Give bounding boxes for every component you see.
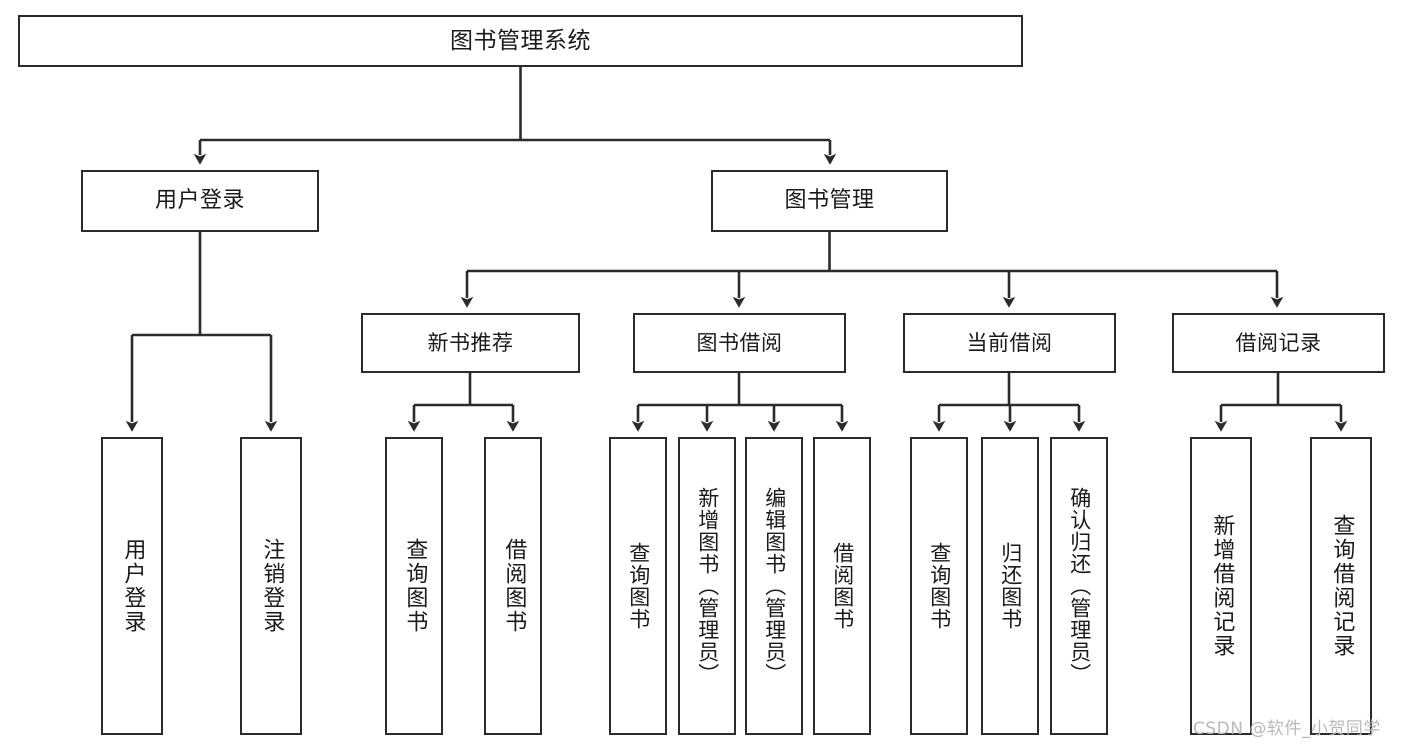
node-leaf-query-books-new[interactable]: 查询图书 bbox=[385, 437, 443, 735]
node-borrow-records[interactable]: 借阅记录 bbox=[1172, 313, 1385, 373]
node-label: 编辑图书（管理员） bbox=[762, 487, 787, 685]
node-label: 图书管理系统 bbox=[450, 27, 591, 54]
node-leaf-confirm-return-admin[interactable]: 确认归还（管理员） bbox=[1050, 437, 1108, 735]
node-label: 新书推荐 bbox=[427, 330, 514, 355]
node-label: 查询图书 bbox=[626, 542, 651, 630]
node-label: 借阅图书 bbox=[501, 538, 527, 634]
node-book-borrow[interactable]: 图书借阅 bbox=[633, 313, 846, 373]
node-label: 新增图书（管理员） bbox=[695, 487, 720, 685]
node-leaf-edit-book-admin[interactable]: 编辑图书（管理员） bbox=[745, 437, 803, 735]
node-label: 借阅记录 bbox=[1235, 330, 1322, 355]
node-user-login[interactable]: 用户登录 bbox=[81, 170, 319, 232]
node-leaf-user-login[interactable]: 用户登录 bbox=[101, 437, 163, 735]
node-leaf-return-books[interactable]: 归还图书 bbox=[981, 437, 1039, 735]
node-leaf-add-borrow-record[interactable]: 新增借阅记录 bbox=[1190, 437, 1252, 735]
node-label: 借阅图书 bbox=[830, 542, 855, 630]
node-label: 归还图书 bbox=[998, 542, 1023, 630]
node-label: 新增借阅记录 bbox=[1209, 514, 1235, 658]
node-label: 查询借阅记录 bbox=[1329, 514, 1355, 658]
node-new-book-recommend[interactable]: 新书推荐 bbox=[361, 313, 580, 373]
node-book-management[interactable]: 图书管理 bbox=[711, 170, 948, 232]
node-label: 注销登录 bbox=[259, 538, 285, 634]
node-label: 用户登录 bbox=[120, 538, 146, 634]
node-current-borrow[interactable]: 当前借阅 bbox=[903, 313, 1116, 373]
node-leaf-add-book-admin[interactable]: 新增图书（管理员） bbox=[678, 437, 736, 735]
watermark-text: CSDN @软件_小贺同学 bbox=[1193, 719, 1381, 739]
node-leaf-query-books-borrow[interactable]: 查询图书 bbox=[609, 437, 667, 735]
node-leaf-borrow-books[interactable]: 借阅图书 bbox=[813, 437, 871, 735]
node-label: 当前借阅 bbox=[966, 330, 1053, 355]
node-label: 用户登录 bbox=[154, 188, 245, 214]
node-label: 确认归还（管理员） bbox=[1067, 487, 1092, 685]
node-root-system[interactable]: 图书管理系统 bbox=[18, 15, 1023, 67]
node-label: 图书借阅 bbox=[696, 330, 783, 355]
node-label: 图书管理 bbox=[784, 188, 875, 214]
node-label: 查询图书 bbox=[927, 542, 952, 630]
node-label: 查询图书 bbox=[402, 538, 428, 634]
node-leaf-logout[interactable]: 注销登录 bbox=[240, 437, 302, 735]
node-leaf-query-borrow-record[interactable]: 查询借阅记录 bbox=[1310, 437, 1372, 735]
node-leaf-borrow-books-new[interactable]: 借阅图书 bbox=[484, 437, 542, 735]
node-leaf-query-books-current[interactable]: 查询图书 bbox=[910, 437, 968, 735]
